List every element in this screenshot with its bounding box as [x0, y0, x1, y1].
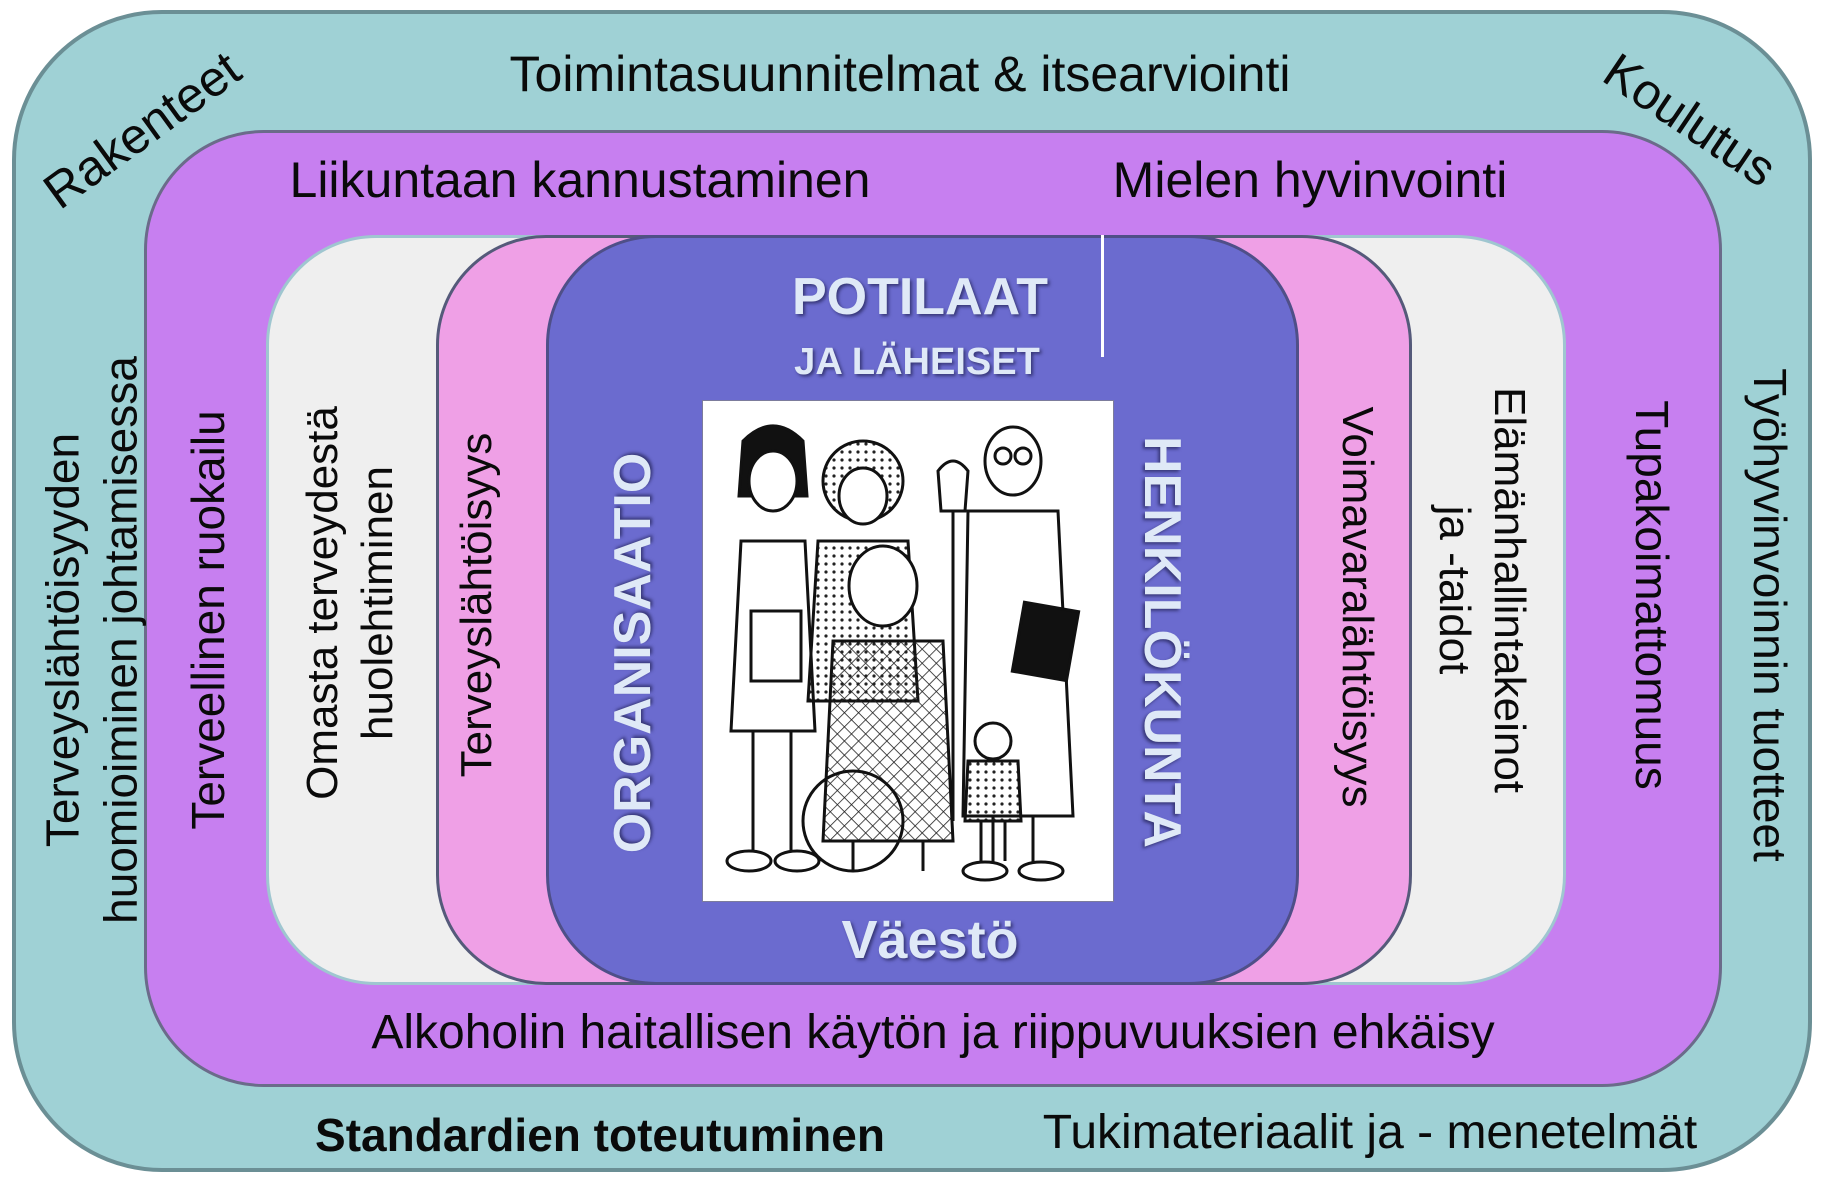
- core-bottom-label: Väestö: [841, 910, 1019, 970]
- pink-right-label: Voimavaralähtöisyys: [1333, 406, 1382, 808]
- outer-left-label: Terveyslähtöisyyden huomioiminen johtami…: [35, 356, 150, 924]
- outer-right-label: Työhyvinvoinnin tuotteet: [1744, 368, 1796, 862]
- core-top-label-2: JA LÄHEISET: [794, 341, 1040, 383]
- outer-left-line-2: huomioiminen johtamisessa: [94, 356, 146, 924]
- patient-figure: [801, 544, 955, 873]
- outer-bottom-left-label: Standardien toteutuminen: [315, 1109, 885, 1161]
- light-left-line-2: huolehtiminen: [353, 466, 402, 740]
- core-left-label: ORGANISAATIO: [604, 452, 662, 854]
- violet-bottom-label: Alkoholin haitallisen käytön ja riippuvu…: [371, 1006, 1495, 1059]
- light-right-line-2: ja -taidot: [1430, 505, 1479, 675]
- light-right-label: Elämänhallintakeinot ja -taidot: [1427, 387, 1537, 793]
- cartoon-svg: [725, 424, 1081, 882]
- core-top-label-1: POTILAAT: [791, 268, 1049, 326]
- child-figure: [963, 721, 1023, 861]
- violet-top-left-label: Liikuntaan kannustaminen: [289, 152, 871, 208]
- nurse-figure: [725, 424, 821, 873]
- violet-top-right-label: Mielen hyvinvointi: [1112, 152, 1508, 208]
- iv-stand: [936, 459, 970, 821]
- outer-bottom-right-label: Tukimateriaalit ja - menetelmät: [1042, 1106, 1698, 1159]
- outer-left-line-1: Terveyslähtöisyyden: [36, 432, 89, 848]
- light-right-line-1: Elämänhallintakeinot: [1485, 386, 1534, 794]
- divider-line: [1101, 235, 1104, 357]
- light-left-label: Omasta terveydestä huolehtiminen: [295, 406, 405, 800]
- core-right-label: HENKILÖKUNTA: [1133, 435, 1191, 849]
- doctor-figure: [961, 425, 1081, 882]
- violet-right-label: Tupakoimattomuus: [1626, 400, 1678, 790]
- light-left-line-1: Omasta terveydestä: [298, 406, 347, 800]
- pink-left-label: Terveyslähtöisyys: [452, 432, 501, 778]
- violet-left-label: Terveellinen ruokailu: [182, 410, 234, 830]
- outer-top-label: Toimintasuunnitelmat & itsearviointi: [509, 46, 1291, 102]
- people-group-cartoon-icon: [702, 400, 1114, 902]
